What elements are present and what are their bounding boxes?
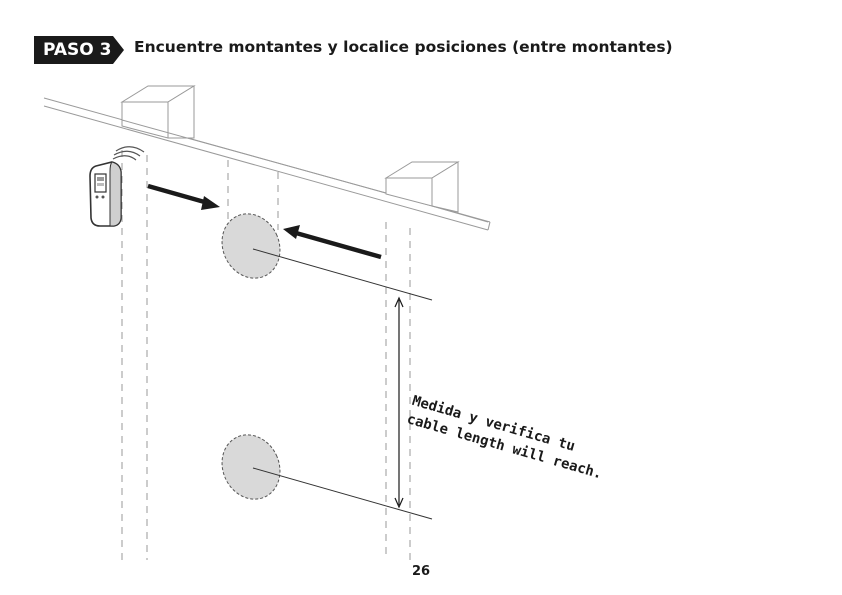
measure-arrow-icon [395, 298, 403, 507]
hole-upper [212, 204, 432, 300]
stud-finder-icon [90, 147, 144, 226]
arrow-left-icon [283, 225, 381, 257]
stud-edge-lines [122, 150, 410, 560]
arrow-right-icon [148, 186, 220, 210]
page-number: 26 [0, 564, 842, 579]
